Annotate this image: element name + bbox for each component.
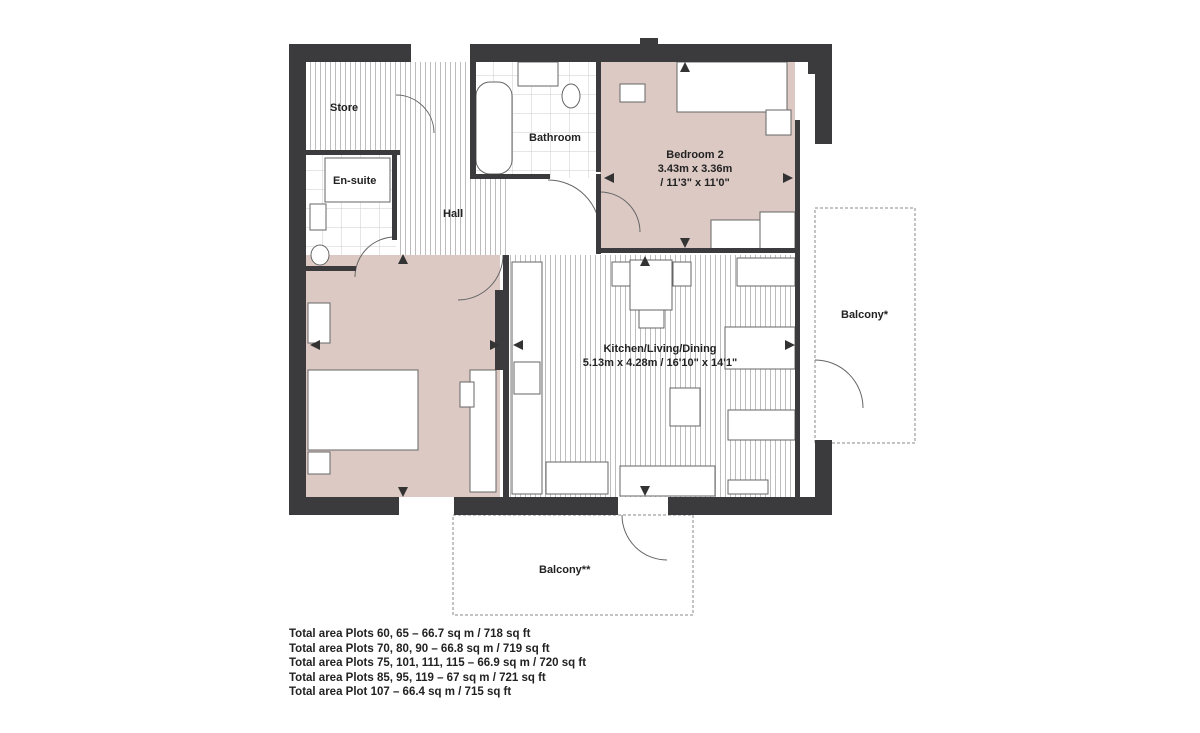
store-floor	[306, 62, 396, 152]
room-label-balcony-bottom: Balcony**	[539, 564, 591, 576]
kitchen-name: Kitchen/Living/Dining	[603, 343, 717, 355]
kitchen-dims: 5.13m x 4.28m / 16'10" x 14'1"	[582, 357, 738, 369]
furniture	[307, 61, 796, 497]
area-line: Total area Plots 75, 101, 111, 115 – 66.…	[289, 657, 587, 669]
room-label-hall: Hall	[443, 208, 464, 220]
area-line: Total area Plots 70, 80, 90 – 66.8 sq m …	[289, 642, 550, 655]
balcony-right	[814, 207, 916, 444]
room-label-kitchen: Kitchen/Living/Dining 5.13m x 4.28m / 16…	[540, 342, 780, 370]
room-label-bedroom2: Bedroom 2 3.43m x 3.36m / 11'3" x 11'0"	[640, 148, 750, 190]
walls	[289, 38, 832, 515]
room-label-balcony-right: Balcony*	[841, 309, 889, 321]
room-label-bathroom: Bathroom	[529, 132, 581, 144]
area-line: Total area Plots 60, 65 – 66.7 sq m / 71…	[289, 628, 531, 640]
area-line: Total area Plot 107 – 66.4 sq m / 715 sq…	[289, 686, 512, 698]
area-line: Total area Plots 85, 95, 119 – 67 sq m /…	[289, 671, 546, 684]
bedroom2-metric: 3.43m x 3.36m	[657, 163, 733, 175]
bedroom2-imperial: / 11'3" x 11'0"	[660, 177, 730, 189]
dimension-arrows	[310, 62, 795, 497]
bedroom2-name: Bedroom 2	[666, 149, 724, 161]
total-areas: Total area Plots 60, 65 – 66.7 sq m / 71…	[289, 627, 586, 700]
room-label-ensuite: En-suite	[333, 175, 377, 187]
room-label-store: Store	[330, 102, 359, 114]
